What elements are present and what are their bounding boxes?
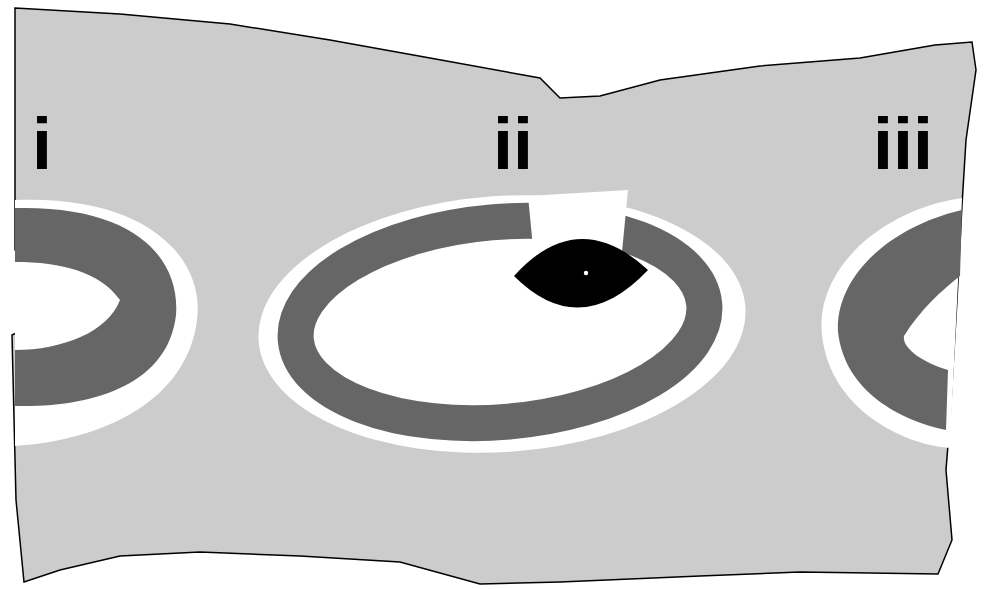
halo — [250, 179, 755, 468]
halo — [15, 200, 198, 446]
structure-label: ii — [493, 108, 533, 180]
structure-label: iii — [873, 108, 933, 180]
dark-band — [838, 210, 962, 430]
tissue-sheet — [12, 8, 976, 584]
eye-spot — [514, 239, 648, 308]
dark-band — [287, 205, 713, 440]
halo — [821, 198, 962, 448]
structure-label: i — [32, 108, 52, 180]
eye-dot — [584, 271, 588, 275]
dark-band — [15, 208, 176, 406]
